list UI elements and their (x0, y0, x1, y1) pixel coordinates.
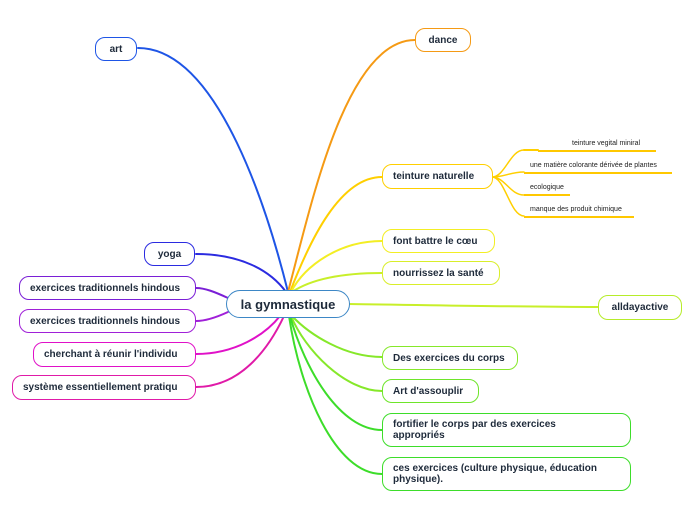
topic-exercices-corps[interactable]: Des exercices du corps (382, 346, 518, 370)
central-topic-label: la gymnastique (240, 296, 336, 312)
link-assouplir (290, 315, 383, 392)
topic-culture-label: ces exercices (culture physique, éducati… (393, 463, 597, 485)
link-fortifier (289, 315, 383, 431)
topic-pratique-label: système essentiellement pratiqu (23, 382, 178, 393)
topic-hindous-2[interactable]: exercices traditionnels hindous (19, 309, 196, 333)
topic-font-battre[interactable]: font battre le cœu (382, 229, 495, 253)
leaf-ecologique-label: ecologique (530, 184, 564, 191)
topic-art[interactable]: art (95, 37, 137, 61)
central-topic[interactable]: la gymnastique (226, 290, 350, 318)
topic-hindous-1[interactable]: exercices traditionnels hindous (19, 276, 196, 300)
leaf-vegital-label: teinture vegital miniral (572, 140, 641, 147)
link-art (137, 47, 289, 293)
link-hindous2 (195, 311, 229, 322)
topic-alldayactive-label: alldayactive (611, 302, 669, 313)
topic-font-battre-label: font battre le cœu (393, 235, 478, 247)
link-reunir (195, 315, 281, 355)
topic-systeme-pratique[interactable]: système essentiellement pratiqu (12, 375, 196, 400)
topic-reunir-label: cherchant à réunir l'individu (44, 349, 178, 360)
leaf-matiere-label: une matière colorante dérivée de plantes (530, 162, 657, 169)
topic-assouplir-label: Art d'assouplir (393, 385, 464, 397)
link-alldayactive (347, 303, 599, 308)
link-sante (291, 272, 383, 293)
link-coeur (290, 240, 383, 293)
link-teinture (289, 176, 383, 293)
topic-exercices-corps-label: Des exercices du corps (393, 352, 505, 364)
topic-fortifier[interactable]: fortifier le corps par des exercices app… (382, 413, 631, 447)
topic-dance[interactable]: dance (415, 28, 471, 52)
topic-sante-label: nourrissez la santé (393, 267, 484, 279)
topic-art-assouplir[interactable]: Art d'assouplir (382, 379, 479, 403)
topic-culture-physique[interactable]: ces exercices (culture physique, éducati… (382, 457, 631, 491)
topic-art-label: art (109, 43, 123, 55)
topic-hindous-1-label: exercices traditionnels hindous (30, 282, 181, 294)
link-dance (287, 39, 416, 293)
leaf-ecologique[interactable]: ecologique (524, 183, 570, 196)
topic-hindous-2-label: exercices traditionnels hindous (30, 315, 181, 327)
topic-fortifier-label: fortifier le corps par des exercices app… (393, 419, 556, 441)
link-exercices-corps (291, 315, 383, 358)
leaf-matiere-colorante[interactable]: une matière colorante dérivée de plantes (524, 161, 672, 174)
leaf-teinture-vegital[interactable]: teinture vegital miniral (538, 139, 656, 152)
topic-alldayactive[interactable]: alldayactive (598, 295, 682, 320)
topic-nourrissez-sante[interactable]: nourrissez la santé (382, 261, 500, 285)
topic-teinture-naturelle[interactable]: teinture naturelle (382, 164, 493, 189)
topic-yoga-label: yoga (157, 248, 182, 260)
leaf-chimique-label: manque des produit chimique (530, 206, 622, 213)
leaf-manque-chimique[interactable]: manque des produit chimique (524, 205, 634, 218)
link-pratique (195, 315, 285, 388)
topic-teinture-label: teinture naturelle (393, 171, 475, 182)
topic-yoga[interactable]: yoga (144, 242, 195, 266)
link-hindous1 (195, 287, 229, 299)
topic-dance-label: dance (428, 34, 458, 46)
link-yoga (195, 253, 287, 293)
link-culture (288, 315, 383, 475)
link-teinture-leaves (491, 149, 525, 217)
topic-reunir-individu[interactable]: cherchant à réunir l'individu (33, 342, 196, 367)
